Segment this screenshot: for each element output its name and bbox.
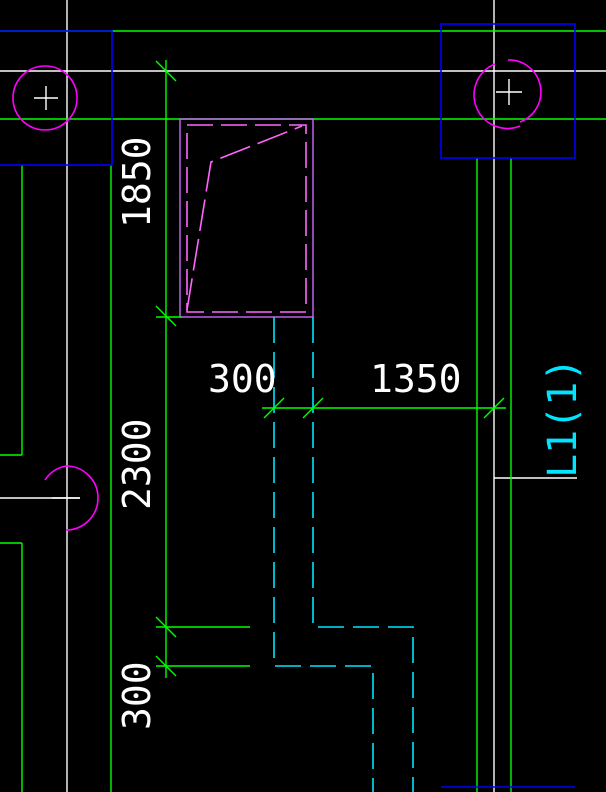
- column-top-right: [440, 23, 576, 159]
- columns: [0, 23, 576, 788]
- dim-label-horizontal-left: 300: [208, 357, 277, 401]
- hidden-beam-left-edge: [273, 317, 374, 792]
- opening-box: [179, 118, 314, 318]
- column-marker-arc-mid-left: [65, 465, 99, 531]
- hidden-beam-right-edge: [312, 317, 414, 792]
- dim-label-horizontal-right: 1350: [370, 357, 462, 401]
- column-markers: [12, 59, 542, 531]
- opening-inner-dashed: [186, 124, 307, 313]
- column-top-left: [0, 30, 113, 166]
- dim-label-vertical-bottom: 300: [115, 661, 159, 730]
- hidden-beam: [273, 317, 414, 792]
- column-cross-marks: [34, 79, 522, 499]
- dim-tick: [155, 60, 177, 82]
- column-marker-arc-top-right-2: [473, 63, 521, 130]
- dim-tick: [302, 397, 324, 419]
- opening-outer: [179, 118, 314, 318]
- beam-label: L1(1): [540, 358, 586, 478]
- dim-label-vertical-top: 1850: [115, 136, 159, 228]
- dim-tick: [263, 397, 285, 419]
- beam-lines: [0, 30, 606, 792]
- dim-tick: [483, 397, 505, 419]
- column-marker-arc-top-right: [507, 59, 542, 123]
- dim-tick: [155, 305, 177, 327]
- dim-label-vertical-middle: 2300: [115, 418, 159, 510]
- column-marker-arc-top-left-2: [12, 65, 46, 131]
- column-marker-arc-top-left: [44, 65, 78, 131]
- dimension-lines: [155, 60, 506, 678]
- opening-rebar-bend: [186, 125, 303, 311]
- column-marker-arc-mid-left-2: [44, 465, 67, 481]
